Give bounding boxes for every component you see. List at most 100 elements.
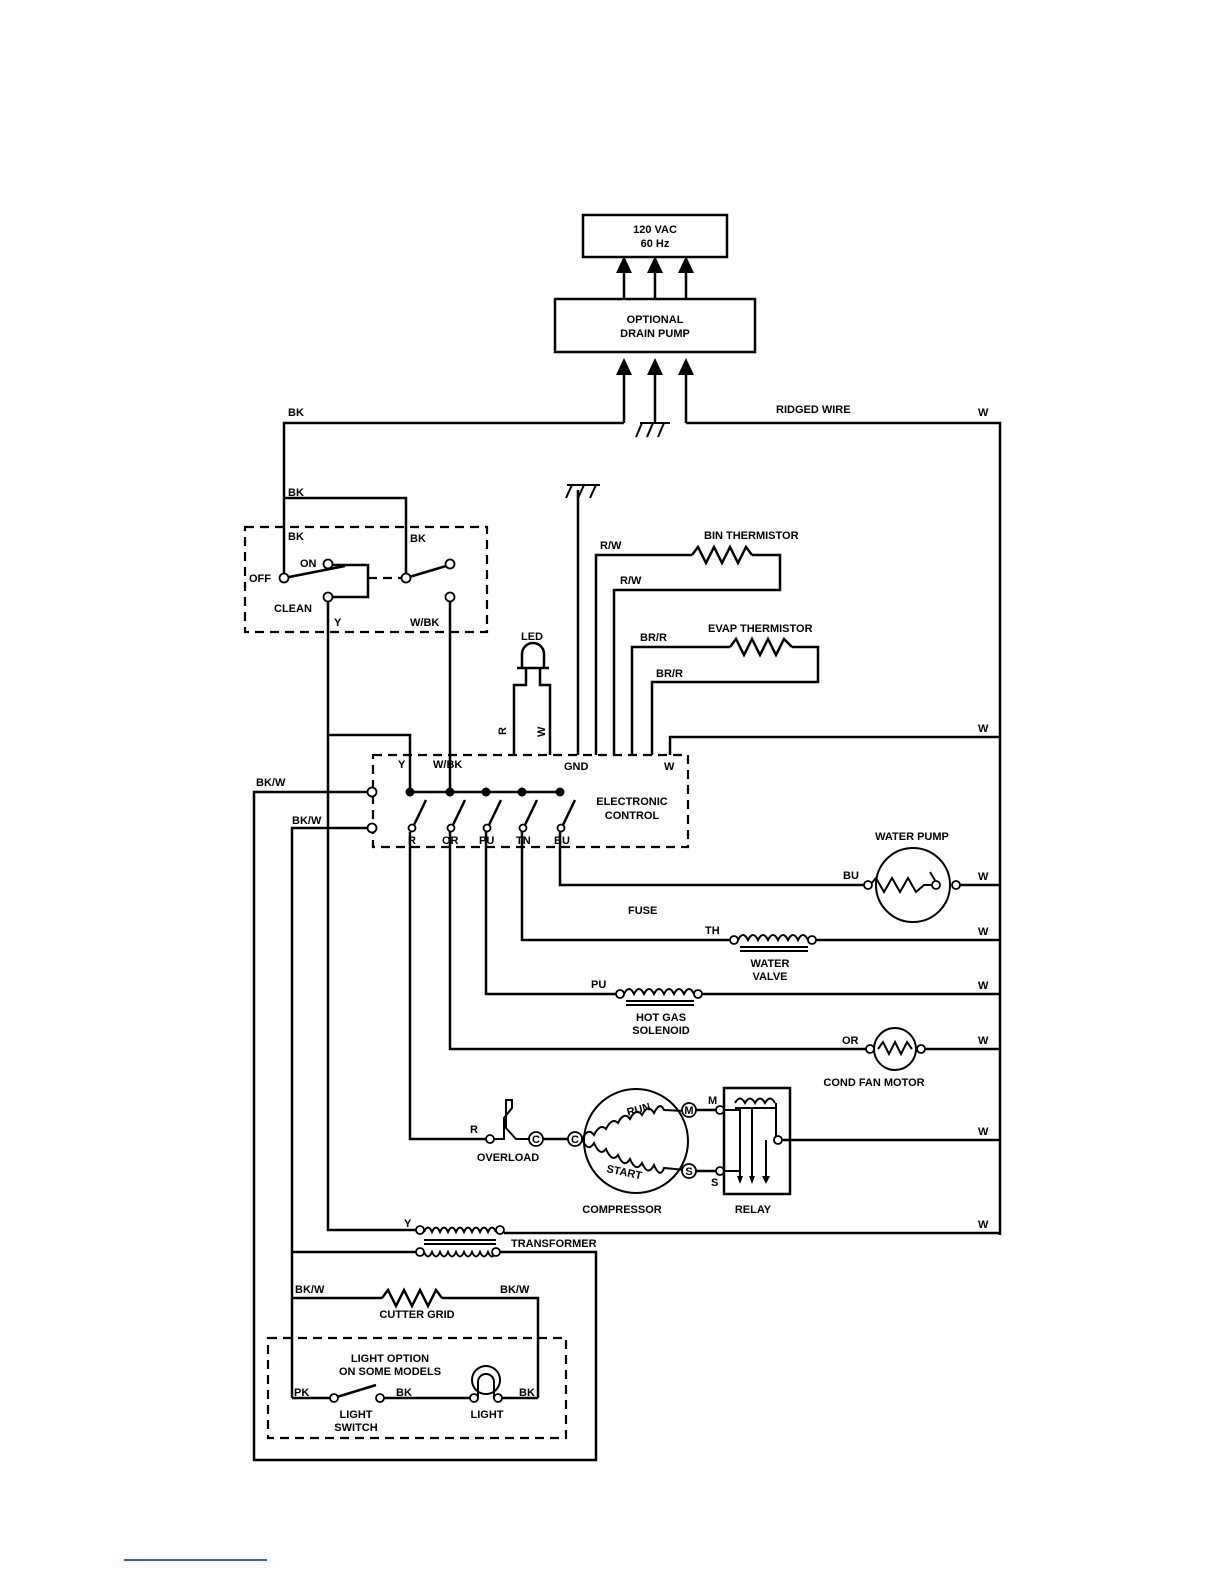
transformer-label: TRANSFORMER xyxy=(511,1238,597,1250)
hot-gas-solenoid: PU HOT GAS SOLENOID W xyxy=(484,832,1000,1037)
water-valve-label-line2: VALVE xyxy=(752,971,787,983)
wire-label-bkw-2: BK/W xyxy=(292,815,322,827)
footer-rule xyxy=(124,1559,267,1561)
compressor-circuit: C R OVERLOAD C RUN START M S COMPRESSOR … xyxy=(408,832,1000,1216)
wire-label-y-switch: Y xyxy=(334,617,342,629)
overload-terminal-c: C xyxy=(532,1134,540,1146)
power-label-frequency: 60 Hz xyxy=(641,238,670,250)
wire-label-w-relay: W xyxy=(978,1126,989,1138)
hot-gas-label-line1: HOT GAS xyxy=(636,1012,686,1024)
wire-label-w-valve: W xyxy=(978,926,989,938)
light-option-label-line2: ON SOME MODELS xyxy=(339,1366,441,1378)
compressor-terminal-s: S xyxy=(685,1166,692,1178)
ground-symbol-control xyxy=(565,484,600,499)
wire-label-brr-2: BR/R xyxy=(656,668,683,680)
water-pump-label: WATER PUMP xyxy=(875,831,949,843)
power-arrows-lower xyxy=(616,358,694,423)
wire-label-pu: PU xyxy=(591,979,606,991)
wire-label-bkw-1: BK/W xyxy=(256,777,286,789)
overload-label: OVERLOAD xyxy=(477,1152,539,1164)
relay-label: RELAY xyxy=(735,1204,772,1216)
wire-label-w-solenoid: W xyxy=(978,980,989,992)
compressor-terminal-c: C xyxy=(571,1134,579,1146)
switch-label-off: OFF xyxy=(249,573,271,585)
wire-y xyxy=(326,601,420,1232)
power-source: 120 VAC 60 Hz xyxy=(581,213,729,259)
wire-w-control xyxy=(668,735,1000,755)
transformer: Y W TRANSFORMER xyxy=(292,1218,1000,1258)
evap-thermistor-label: EVAP THERMISTOR xyxy=(708,623,813,635)
wire-label-r: R xyxy=(470,1124,478,1136)
compressor-label: COMPRESSOR xyxy=(582,1204,662,1216)
led-wire-r: R xyxy=(497,727,509,735)
control-label-w: W xyxy=(664,761,675,773)
control-label-r: R xyxy=(408,835,416,847)
wire-label-rw-1: R/W xyxy=(600,540,622,552)
wire-label-rw-2: R/W xyxy=(620,575,642,587)
water-valve: TH WATER VALVE W xyxy=(520,832,1000,983)
led: LED R W xyxy=(497,631,552,755)
light-switch-label-line2: SWITCH xyxy=(334,1422,377,1434)
switch-label-clean: CLEAN xyxy=(274,603,312,615)
wire-label-w-transformer: W xyxy=(978,1219,989,1231)
control-label-gnd: GND xyxy=(564,761,589,773)
drain-pump-label-line1: OPTIONAL xyxy=(627,314,684,326)
bin-thermistor-label: BIN THERMISTOR xyxy=(704,530,799,542)
light-label: LIGHT xyxy=(471,1409,504,1421)
ground-symbol-main xyxy=(635,422,670,438)
selector-switch: BK BK BK OFF ON CLEAN Y W/BK xyxy=(243,487,489,634)
wire-label-bk-4: BK xyxy=(410,533,426,545)
bin-thermistor: BIN THERMISTOR R/W R/W xyxy=(594,530,799,755)
wire-label-w-control: W xyxy=(978,723,989,735)
ridged-wire-label: RIDGED WIRE xyxy=(776,404,851,416)
wire-bkw-1 xyxy=(252,790,598,1462)
wire-label-bu: BU xyxy=(843,870,859,882)
control-label-line2: CONTROL xyxy=(605,810,660,822)
relay-label-s: S xyxy=(711,1177,718,1189)
cond-fan-motor-label: COND FAN MOTOR xyxy=(823,1077,924,1089)
relay-label-m: M xyxy=(708,1095,717,1107)
drain-pump-label-line2: DRAIN PUMP xyxy=(620,328,690,340)
led-label: LED xyxy=(521,631,543,643)
light-option: LIGHT OPTION ON SOME MODELS PK BK BK LIG… xyxy=(266,1336,568,1440)
wire-bk-main xyxy=(282,421,624,578)
wire-label-th: TH xyxy=(705,925,720,937)
wire-label-bkw-grid-left: BK/W xyxy=(295,1284,325,1296)
compressor-run-label: RUN xyxy=(626,1101,652,1119)
water-valve-label-line1: WATER xyxy=(751,958,790,970)
led-wire-w: W xyxy=(536,726,548,737)
electronic-control: Y W/BK GND W ELECTRONIC CONTROL R OR PU … xyxy=(366,753,690,849)
control-label-line1: ELECTRONIC xyxy=(596,796,668,808)
control-label-y: Y xyxy=(398,759,406,771)
power-arrows-upper xyxy=(616,256,694,299)
light-switch-label-line1: LIGHT xyxy=(340,1409,373,1421)
wire-label-bk-light-right: BK xyxy=(519,1387,535,1399)
wire-label-bk-top: BK xyxy=(288,407,304,419)
wire-label-w-top: W xyxy=(978,407,989,419)
wire-label-w-fan: W xyxy=(978,1035,989,1047)
wire-label-brr-1: BR/R xyxy=(640,632,667,644)
fuse-label: FUSE xyxy=(628,905,657,917)
wire-label-w-pump: W xyxy=(978,871,989,883)
power-label-voltage: 120 VAC xyxy=(633,224,677,236)
wire-label-bkw-grid-right: BK/W xyxy=(500,1284,530,1296)
compressor-start-label: START xyxy=(605,1163,643,1182)
water-pump: WATER PUMP BU W xyxy=(558,831,1000,923)
wire-label-or: OR xyxy=(842,1035,859,1047)
evap-thermistor: EVAP THERMISTOR BR/R BR/R xyxy=(630,623,820,755)
drain-pump: OPTIONAL DRAIN PUMP xyxy=(553,297,757,354)
cutter-grid: BK/W BK/W CUTTER GRID xyxy=(292,1284,540,1398)
wire-label-bk-3: BK xyxy=(288,531,304,543)
switch-label-on: ON xyxy=(300,558,317,570)
compressor-terminal-m: M xyxy=(684,1105,693,1117)
wire-label-wbk-switch: W/BK xyxy=(410,617,439,629)
wire-label-y-transformer: Y xyxy=(404,1218,412,1230)
light-option-label-line1: LIGHT OPTION xyxy=(351,1353,429,1365)
wire-label-bk-light: BK xyxy=(396,1387,412,1399)
cond-fan-motor: OR COND FAN MOTOR W xyxy=(448,832,1000,1089)
wire-bkw-2 xyxy=(290,826,368,1398)
cutter-grid-label: CUTTER GRID xyxy=(379,1309,454,1321)
hot-gas-label-line2: SOLENOID xyxy=(632,1025,690,1037)
control-label-tn: TN xyxy=(516,835,531,847)
